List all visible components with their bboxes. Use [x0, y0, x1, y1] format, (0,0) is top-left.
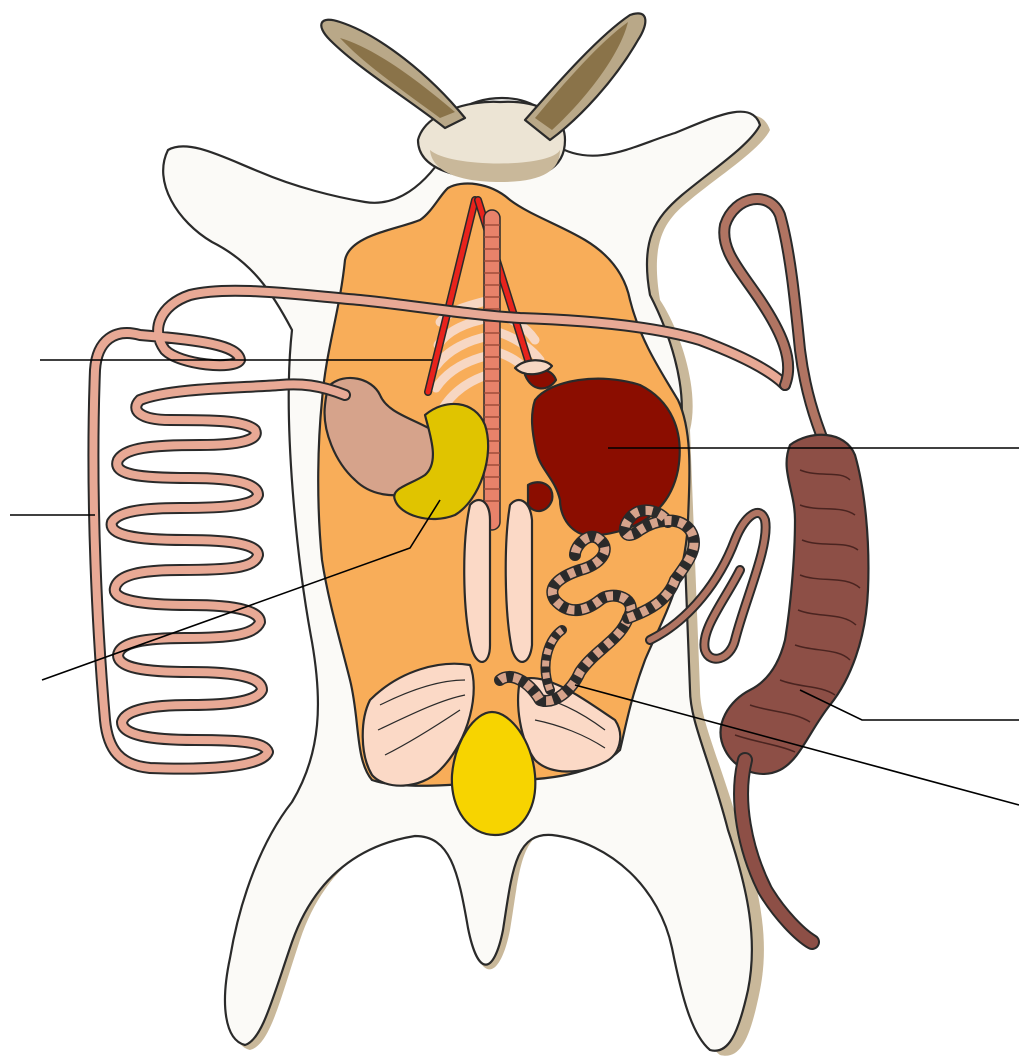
trachea — [484, 210, 500, 530]
trachea-tube — [484, 210, 500, 530]
right-upper-intestine — [724, 199, 825, 445]
right-upper-intestine-fill — [724, 199, 825, 445]
liver-lobe-lower — [528, 482, 552, 511]
right-kidney — [506, 500, 532, 662]
left-ear-inner — [340, 38, 455, 118]
